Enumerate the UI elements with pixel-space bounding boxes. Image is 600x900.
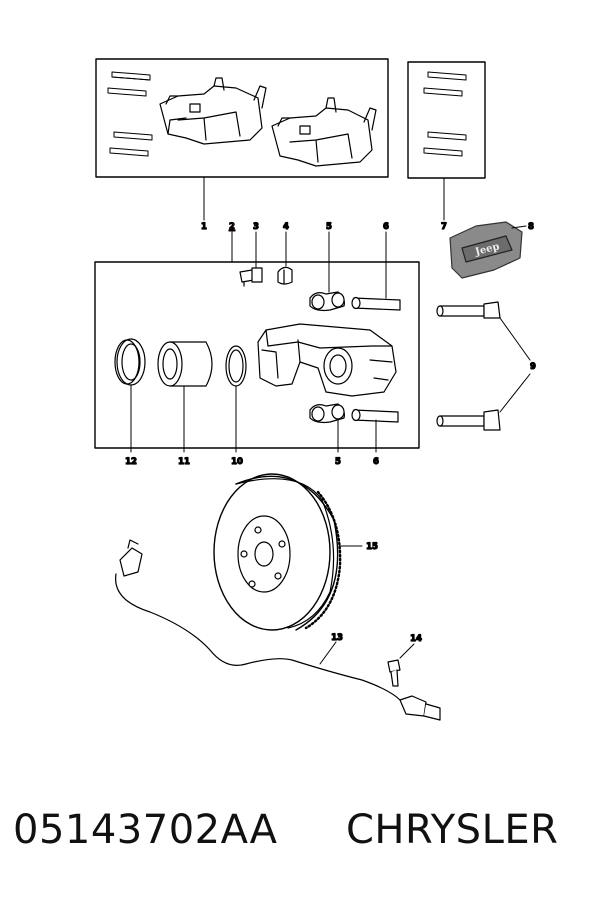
caliper-mount-bolt-lower <box>436 409 501 431</box>
part-number: 05143702AA <box>13 807 278 853</box>
caliper-mount-bolt-upper <box>436 301 501 319</box>
callout-9: 9 <box>530 362 536 372</box>
callout-12: 12 <box>125 457 137 467</box>
callout-5a: 5 <box>326 222 332 232</box>
callout-11: 11 <box>178 457 190 467</box>
callout-6b: 6 <box>373 457 379 467</box>
piston-o-ring <box>225 345 247 387</box>
brake-pad-left <box>159 77 267 145</box>
bleeder-cap <box>277 266 293 285</box>
leader-14 <box>399 643 415 659</box>
piston-dust-seal <box>114 338 146 386</box>
sensor-bolt <box>387 659 401 687</box>
callout-8: 8 <box>528 222 534 232</box>
callout-5b: 5 <box>335 457 341 467</box>
callout-2: 2 <box>229 222 235 232</box>
caliper-assembly-box <box>94 261 420 449</box>
pin-bushing-upper <box>309 291 345 312</box>
bleeder-screw <box>239 267 263 287</box>
callout-3: 3 <box>253 222 259 232</box>
pad-set-box <box>95 58 389 178</box>
guide-pin-upper <box>351 296 401 311</box>
brake-rotor <box>213 473 342 631</box>
pad-clip-group <box>107 71 153 157</box>
callout-1: 1 <box>201 222 207 232</box>
wheel-speed-sensor <box>115 539 441 721</box>
leader-9 <box>499 317 531 413</box>
callout-15: 15 <box>366 542 378 552</box>
pin-bushing-lower <box>309 403 345 424</box>
brake-pad-right <box>271 97 377 167</box>
guide-pin-lower <box>351 408 399 423</box>
brand-name: CHRYSLER <box>346 807 559 853</box>
leader-13 <box>319 641 337 665</box>
callout-4: 4 <box>283 222 289 232</box>
callout-10: 10 <box>231 457 243 467</box>
clip-kit-box <box>407 61 486 179</box>
callout-13: 13 <box>331 633 343 643</box>
clip-kit-group <box>423 71 467 157</box>
leader-8 <box>511 225 527 229</box>
callout-14: 14 <box>410 634 422 644</box>
caliper-piston <box>157 341 213 387</box>
caliper-cover: Jeep <box>449 221 523 279</box>
callout-6a: 6 <box>383 222 389 232</box>
part-footer: 05143702AA CHRYSLER <box>0 800 600 870</box>
caliper-housing <box>257 323 397 397</box>
callout-7: 7 <box>441 222 447 232</box>
